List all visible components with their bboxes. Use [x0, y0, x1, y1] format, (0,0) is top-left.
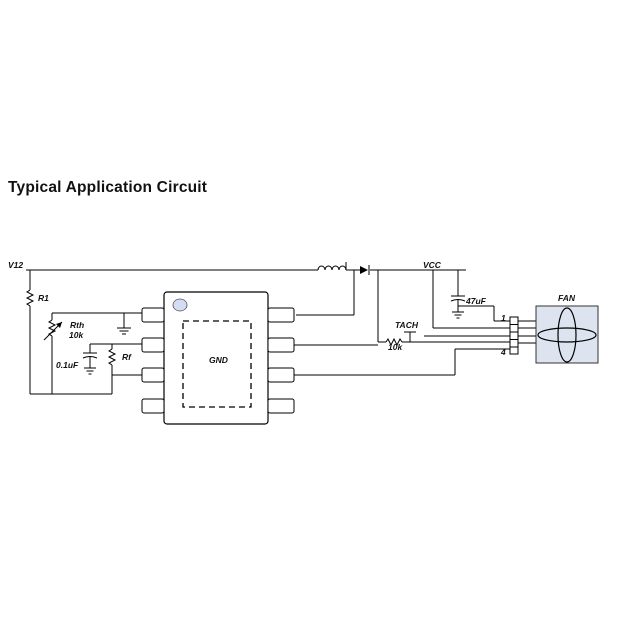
inductor	[317, 265, 347, 271]
rth-value-label: 10k	[69, 330, 84, 340]
chip-pin-3	[141, 367, 165, 383]
gnd-label: GND	[209, 355, 228, 365]
diagram-title: Typical Application Circuit	[8, 179, 208, 196]
chip-pin-5	[267, 398, 295, 414]
fan-connector	[509, 316, 536, 355]
r1-branch	[25, 270, 52, 395]
pin1-label: 1	[501, 313, 506, 323]
tach-label: TACH	[395, 320, 419, 330]
ground-symbol-top	[117, 313, 131, 335]
chip-pin-4	[141, 398, 165, 414]
rth-label: Rth	[70, 320, 84, 330]
rf-label: Rf	[122, 352, 132, 362]
chip-pin-1	[141, 307, 165, 323]
fan-label: FAN	[558, 293, 576, 303]
vcc-branch	[432, 270, 510, 329]
ic-chip: GND	[141, 291, 295, 425]
exposed-pad	[182, 320, 252, 408]
chip-pin-8	[267, 307, 295, 323]
c1-label: 0.1uF	[56, 360, 79, 370]
chip-pin-6	[267, 367, 295, 383]
r1-label: R1	[38, 293, 49, 303]
right-wiring	[294, 270, 510, 376]
rf-resistor	[107, 344, 142, 394]
c2-label: 47uF	[465, 296, 487, 306]
chip-pin-2	[141, 337, 165, 353]
diode	[360, 265, 370, 275]
chip-pin-7	[267, 337, 295, 353]
tach-resistor-label: 10k	[388, 342, 403, 352]
v12-label: V12	[8, 260, 23, 270]
pin4-label: 4	[500, 347, 506, 357]
pin1-marker	[172, 298, 188, 312]
vcc-label: VCC	[423, 260, 442, 270]
fan-symbol	[535, 305, 599, 364]
cap-0.1uf-branch	[82, 343, 142, 375]
rth-thermistor	[43, 312, 142, 395]
switch-node-wire	[296, 270, 355, 316]
